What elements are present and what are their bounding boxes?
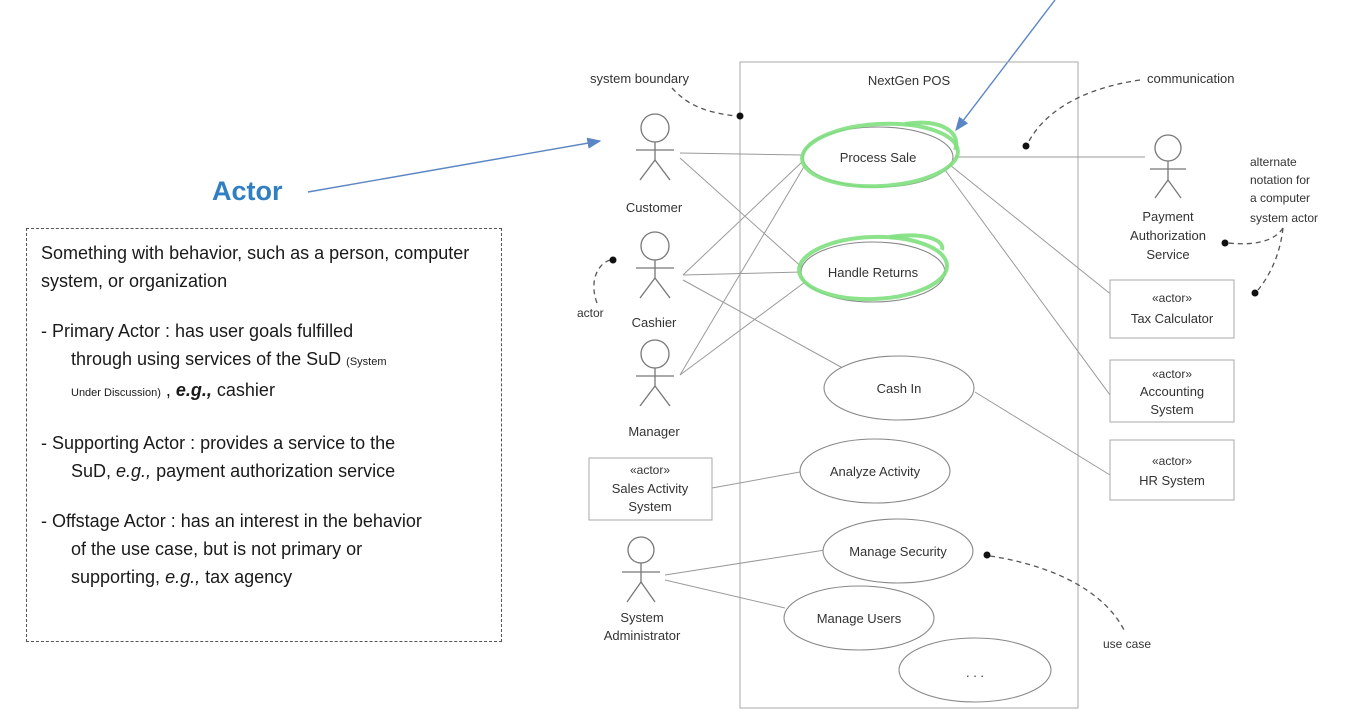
system-actor-tax-calculator: «actor» Tax Calculator bbox=[1109, 279, 1235, 339]
use-case-manage-users: Manage Users bbox=[783, 585, 935, 651]
use-case-manage-security: Manage Security bbox=[822, 518, 974, 584]
svg-text:notation for: notation for bbox=[1250, 173, 1310, 187]
use-case-more: . . . bbox=[898, 637, 1052, 703]
associations bbox=[664, 152, 1145, 609]
supporting-line2: SuD, e.g., payment authorization service bbox=[71, 461, 396, 481]
offstage-line2: of the use case, but is not primary or bbox=[71, 539, 363, 559]
annotation-communication: communication bbox=[1022, 71, 1234, 150]
system-boundary bbox=[739, 61, 1079, 709]
actor-cashier: Cashier bbox=[632, 231, 677, 330]
svg-text:. . .: . . . bbox=[966, 665, 984, 680]
svg-text:actor: actor bbox=[577, 306, 604, 320]
primary-line3: Under Discussion) , e.g., cashier bbox=[71, 380, 275, 400]
svg-text:«actor»: «actor» bbox=[1152, 291, 1192, 305]
actor-manager-label: Manager bbox=[628, 424, 680, 439]
primary-line2: through using services of the SuD (Syste… bbox=[71, 349, 387, 369]
svg-text:«actor»: «actor» bbox=[630, 463, 670, 477]
actor-manager: Manager bbox=[628, 339, 680, 439]
svg-text:Process Sale: Process Sale bbox=[840, 150, 917, 165]
actor-payment-label-1: Payment bbox=[1142, 209, 1194, 224]
use-case-cash-in: Cash In bbox=[823, 355, 975, 421]
annotation-alternate-notation: alternate notation for a computer system… bbox=[1221, 155, 1318, 297]
svg-text:alternate: alternate bbox=[1250, 155, 1297, 169]
annotation-system-boundary: system boundary bbox=[590, 71, 744, 120]
supporting-actor-definition: - Supporting Actor : provides a service … bbox=[41, 429, 487, 485]
system-actor-accounting: «actor» Accounting System bbox=[1109, 359, 1235, 423]
svg-text:Manage Users: Manage Users bbox=[817, 611, 902, 626]
definition-box: Something with behavior, such as a perso… bbox=[26, 228, 502, 642]
supporting-line1: - Supporting Actor : provides a service … bbox=[41, 433, 396, 453]
system-actor-sales-activity: «actor» Sales Activity System bbox=[588, 457, 713, 521]
svg-text:Sales Activity: Sales Activity bbox=[612, 481, 689, 496]
svg-text:Handle Returns: Handle Returns bbox=[828, 265, 919, 280]
offstage-line1: - Offstage Actor : has an interest in th… bbox=[41, 511, 422, 531]
actor-customer: Customer bbox=[626, 113, 683, 215]
svg-text:«actor»: «actor» bbox=[1152, 367, 1192, 381]
actor-title: Actor bbox=[212, 176, 283, 206]
actor-system-administrator: System Administrator bbox=[604, 536, 681, 643]
svg-text:Cash In: Cash In bbox=[877, 381, 922, 396]
svg-text:a computer: a computer bbox=[1250, 191, 1310, 205]
actor-payment-label-2: Authorization bbox=[1130, 228, 1206, 243]
annotation-actor: actor bbox=[577, 256, 617, 320]
primary-line1: - Primary Actor : has user goals fulfill… bbox=[41, 321, 354, 341]
actor-payment-label-3: Service bbox=[1146, 247, 1189, 262]
system-name: NextGen POS bbox=[868, 73, 951, 88]
actor-cashier-label: Cashier bbox=[632, 315, 677, 330]
svg-text:Tax Calculator: Tax Calculator bbox=[1131, 311, 1214, 326]
svg-text:system actor: system actor bbox=[1250, 211, 1318, 225]
svg-text:Analyze Activity: Analyze Activity bbox=[830, 464, 921, 479]
primary-actor-definition: - Primary Actor : has user goals fulfill… bbox=[41, 317, 487, 407]
svg-text:use case: use case bbox=[1103, 637, 1151, 651]
svg-text:Manage Security: Manage Security bbox=[849, 544, 947, 559]
actor-payment-authorization: Payment Authorization Service bbox=[1130, 134, 1206, 262]
svg-text:system boundary: system boundary bbox=[590, 71, 689, 86]
svg-text:communication: communication bbox=[1147, 71, 1234, 86]
use-case-analyze-activity: Analyze Activity bbox=[799, 438, 951, 504]
offstage-actor-definition: - Offstage Actor : has an interest in th… bbox=[41, 507, 487, 591]
svg-text:HR System: HR System bbox=[1139, 473, 1205, 488]
svg-text:System: System bbox=[1150, 402, 1193, 417]
svg-text:«actor»: «actor» bbox=[1152, 454, 1192, 468]
system-actor-hr: «actor» HR System bbox=[1109, 439, 1235, 501]
svg-text:System: System bbox=[628, 499, 671, 514]
offstage-line3: supporting, e.g., tax agency bbox=[71, 567, 293, 587]
use-case-handle-returns: Handle Returns bbox=[797, 233, 949, 303]
annotation-use-case: use case bbox=[983, 551, 1151, 651]
actor-sysadmin-label-2: Administrator bbox=[604, 628, 681, 643]
actor-customer-label: Customer bbox=[626, 200, 683, 215]
actor-pointer-arrow bbox=[307, 137, 602, 193]
use-case-process-sale: Process Sale bbox=[800, 120, 960, 189]
actor-sysadmin-label-1: System bbox=[620, 610, 663, 625]
svg-text:Accounting: Accounting bbox=[1140, 384, 1204, 399]
use-case-pointer-arrow bbox=[955, 0, 1056, 132]
definition-intro: Something with behavior, such as a perso… bbox=[41, 243, 470, 291]
